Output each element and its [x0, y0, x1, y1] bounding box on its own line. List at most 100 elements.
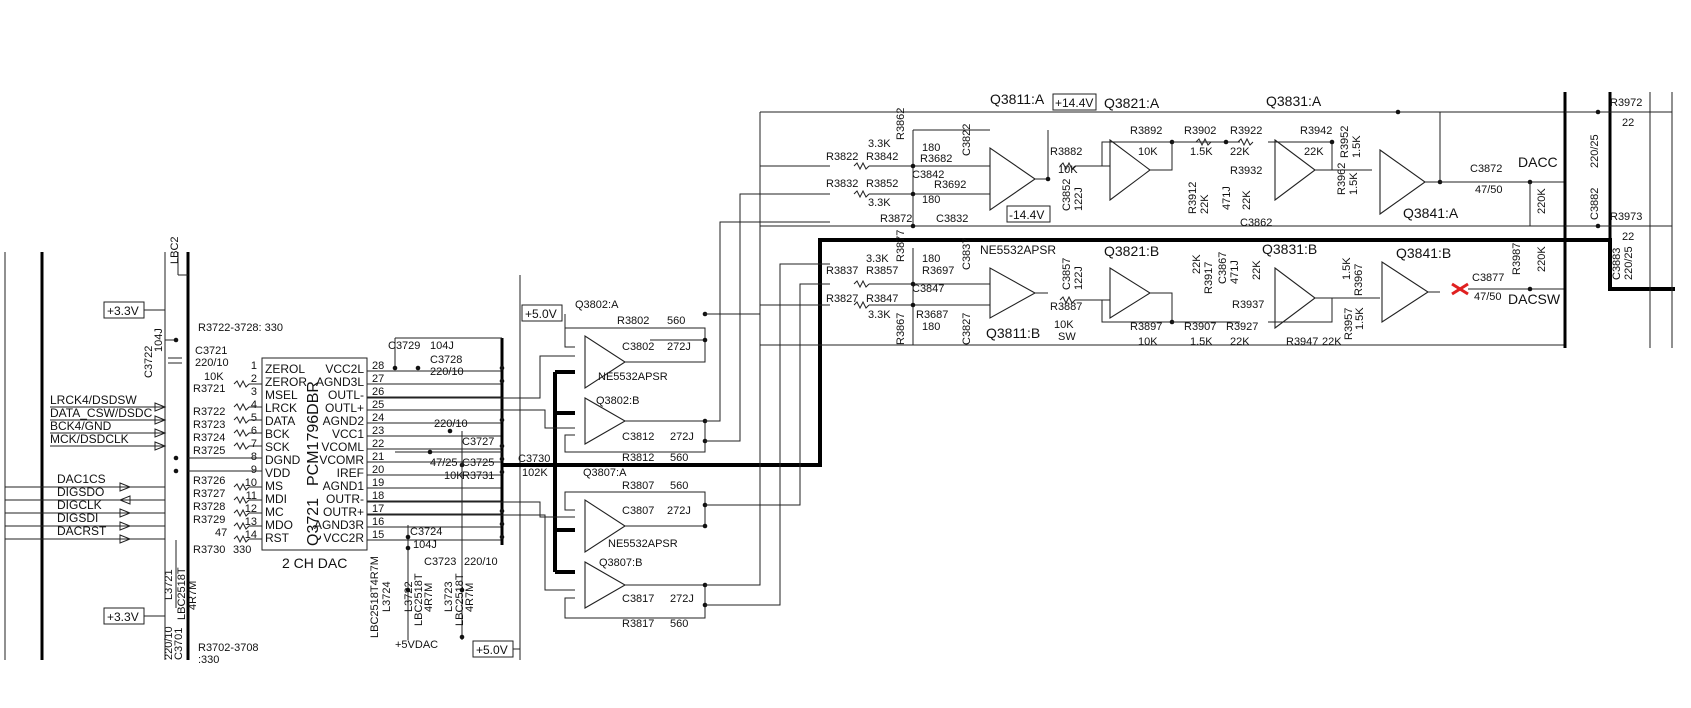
svg-text:C3827: C3827: [961, 313, 973, 345]
svg-text:Q3802:A: Q3802:A: [575, 299, 619, 311]
svg-text:180: 180: [922, 142, 940, 154]
svg-text:C3882: C3882: [1589, 188, 1601, 220]
svg-text:220K: 220K: [1536, 246, 1548, 272]
dac-pin-number: 21: [372, 451, 384, 463]
svg-text:R3832: R3832: [826, 178, 858, 190]
svg-text:22K: 22K: [1191, 254, 1203, 274]
svg-text:122J: 122J: [1073, 266, 1085, 290]
svg-text:R3857: R3857: [866, 265, 898, 277]
svg-text:22: 22: [1622, 117, 1634, 129]
svg-text:4R7M: 4R7M: [464, 583, 476, 612]
svg-text:R3842: R3842: [866, 151, 898, 163]
svg-text:R3682: R3682: [920, 153, 952, 165]
dac-pin-name: AGND3L: [316, 375, 364, 389]
svg-text:22K: 22K: [1241, 190, 1253, 210]
svg-text:C3728: C3728: [430, 354, 462, 366]
svg-text:22K: 22K: [1322, 336, 1342, 348]
svg-text:R3882: R3882: [1050, 146, 1082, 158]
dac-pin-number: 18: [372, 490, 384, 502]
svg-text:47/50: 47/50: [1474, 291, 1502, 303]
r3702-3708-val: :330: [198, 654, 219, 666]
svg-text:Q3831:B: Q3831:B: [1262, 241, 1317, 257]
svg-text:R3730: R3730: [193, 544, 225, 556]
dac-pin-name: OUTL-: [328, 388, 364, 402]
svg-text:1.5K: 1.5K: [1341, 257, 1353, 280]
signal-digsdi: DIGSDI: [57, 511, 98, 525]
svg-text:220/10: 220/10: [434, 418, 468, 430]
svg-text:3.3K: 3.3K: [868, 197, 891, 209]
svg-text:R3687: R3687: [916, 309, 948, 321]
svg-text:1.5K: 1.5K: [1351, 135, 1363, 158]
svg-text:L3722: L3722: [403, 581, 415, 612]
dac-pin-number: 19: [372, 477, 384, 489]
dac-pin-name: OUTR+: [323, 505, 364, 519]
svg-text:R3728: R3728: [193, 501, 225, 513]
svg-text:C3847: C3847: [912, 283, 944, 295]
svg-text:R3932: R3932: [1230, 165, 1262, 177]
dac-pin-number: 8: [251, 451, 257, 463]
dac-pin-name: RST: [265, 531, 290, 545]
dac-pin-number: 23: [372, 425, 384, 437]
dac-pin-name: BCK: [265, 427, 290, 441]
svg-text:C3877: C3877: [1472, 272, 1504, 284]
dac-pin-number: 26: [372, 386, 384, 398]
dac-pin-number: 10: [245, 477, 257, 489]
dac-pin-name: OUTR-: [326, 492, 364, 506]
svg-text:R3729: R3729: [193, 514, 225, 526]
svg-text:10K: 10K: [204, 371, 224, 383]
dac-pin-name: MC: [265, 505, 284, 519]
dac-pin-name: AGND2: [323, 414, 365, 428]
dac-pin-name: VCOML: [321, 440, 364, 454]
dac-pin-number: 6: [251, 425, 257, 437]
svg-text:C3725: C3725: [462, 457, 494, 469]
svg-text:Q3807:B: Q3807:B: [599, 557, 642, 569]
svg-text:R3692: R3692: [934, 179, 966, 191]
l3721: L3721 LBC2518T 4R7M: [163, 540, 199, 620]
svg-text:LBC2518T4R7M: LBC2518T4R7M: [369, 556, 381, 638]
svg-text:R3697: R3697: [922, 265, 954, 277]
svg-text:L3723: L3723: [443, 581, 455, 612]
svg-text:R3721: R3721: [193, 383, 225, 395]
svg-text:R3723: R3723: [193, 419, 225, 431]
svg-text:R3827: R3827: [826, 293, 858, 305]
dac-pin-name: VDD: [265, 466, 291, 480]
rail-n144: -14.4V: [1009, 208, 1044, 222]
dac-pin-number: 16: [372, 516, 384, 528]
svg-text:R3887: R3887: [1050, 301, 1082, 313]
svg-text:Q3811:A: Q3811:A: [990, 91, 1045, 107]
dac-pin-number: 12: [245, 503, 257, 515]
lbc2-label: LBC2: [169, 236, 181, 264]
svg-text:R3952: R3952: [1339, 126, 1351, 158]
svg-text:R3892: R3892: [1130, 125, 1162, 137]
svg-text:104J: 104J: [413, 539, 437, 551]
svg-text:R3725: R3725: [193, 445, 225, 457]
dac-pin-name: VCC1: [332, 427, 364, 441]
svg-text:C3817: C3817: [622, 593, 654, 605]
svg-text:Q3841:A: Q3841:A: [1403, 205, 1459, 221]
rail-p5vdac: +5VDAC: [395, 639, 438, 651]
svg-text:560: 560: [670, 618, 688, 630]
svg-text:10K: 10K: [1138, 146, 1158, 158]
svg-text:Q3811:B: Q3811:B: [986, 325, 1040, 341]
svg-text:R3837: R3837: [826, 265, 858, 277]
control-signals: DAC1CS DIGSDO DIGCLK DIGSDI DACRST: [5, 472, 165, 544]
svg-text:R3722: R3722: [193, 406, 225, 418]
svg-text:+3.3V: +3.3V: [107, 610, 139, 624]
svg-text:1.5K: 1.5K: [1354, 307, 1366, 330]
svg-text:C3807: C3807: [622, 505, 654, 517]
svg-text:R3937: R3937: [1232, 299, 1264, 311]
dac-pin-number: 7: [251, 438, 257, 450]
svg-text:330: 330: [233, 544, 251, 556]
signal-lrck4: LRCK4/DSDSW: [50, 393, 137, 407]
svg-text:471J: 471J: [1221, 186, 1233, 210]
svg-text:C3852: C3852: [1061, 179, 1073, 211]
svg-text:220/10: 220/10: [430, 366, 464, 378]
svg-text:Q3821:B: Q3821:B: [1104, 243, 1159, 259]
dac-pin-number: 15: [372, 529, 384, 541]
signal-digclk: DIGCLK: [57, 498, 102, 512]
svg-text:C3701: C3701: [173, 628, 185, 660]
svg-text:C3842: C3842: [912, 169, 944, 181]
svg-text:C3812: C3812: [622, 431, 654, 443]
rail-p33-bottom: +3.3V: [103, 607, 165, 625]
